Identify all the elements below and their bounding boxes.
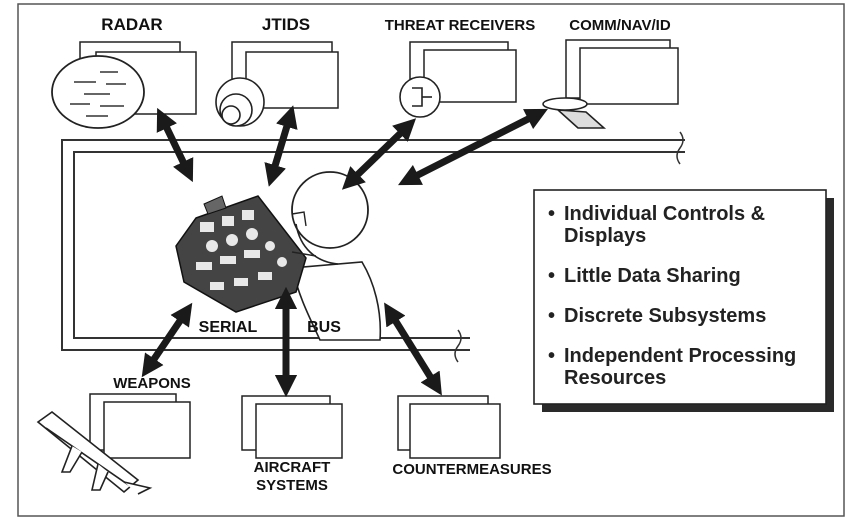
threat-receiver-icon xyxy=(399,76,441,118)
weapons-unit xyxy=(36,393,191,495)
label-jtids: JTIDS xyxy=(262,15,310,34)
label-threat-receivers: THREAT RECEIVERS xyxy=(385,17,536,34)
bullet-dot: • xyxy=(548,265,555,287)
bullet-dot: • xyxy=(548,345,555,367)
label-radar: RADAR xyxy=(101,15,162,34)
radar-dish-icon xyxy=(51,55,145,129)
bullet-dot: • xyxy=(548,203,555,225)
label-serial: SERIAL xyxy=(199,319,258,336)
characteristics-panel: • Individual Controls &Displays • Little Da… xyxy=(533,189,834,412)
label-aircraft-line1: AIRCRAFT xyxy=(254,459,331,476)
label-weapons: WEAPONS xyxy=(113,375,191,392)
label-aircraft-line2: SYSTEMS xyxy=(256,477,328,494)
panel-box xyxy=(533,189,827,405)
aircraft-systems-unit xyxy=(241,395,343,459)
bullet-text-3-1: Resources xyxy=(564,367,666,389)
label-countermeasures: COUNTERMEASURES xyxy=(392,461,551,478)
bullet-text-2-0: Discrete Subsystems xyxy=(564,305,766,327)
bullet-list: • Individual Controls &Displays • Little Da… xyxy=(548,203,796,389)
pilot-cockpit-illustration xyxy=(175,171,382,341)
radar-unit xyxy=(51,41,197,129)
arrow-countermeasures xyxy=(384,302,442,396)
label-bus: BUS xyxy=(307,319,341,336)
threat-receivers-unit xyxy=(399,41,517,118)
bullet-text-1-0: Little Data Sharing xyxy=(564,265,741,287)
arrow-jtids xyxy=(264,105,298,187)
jtids-antenna-icon xyxy=(215,77,265,127)
helmet-icon xyxy=(291,171,369,249)
bullet-dot: • xyxy=(548,305,555,327)
bullet-text-3-0: Independent Processing xyxy=(564,345,796,367)
arrow-comm xyxy=(398,108,548,186)
connection-arrows xyxy=(141,105,548,398)
arrow-radar xyxy=(156,107,194,183)
arrow-weapons xyxy=(141,302,193,378)
comm-nav-id-unit xyxy=(542,39,679,129)
label-comm-nav-id: COMM/NAV/ID xyxy=(569,17,671,34)
arrow-threat xyxy=(341,118,417,190)
bullet-text-0-1: Displays xyxy=(564,225,646,247)
jtids-unit xyxy=(215,41,339,127)
missile-icon xyxy=(36,410,153,495)
outer-frame xyxy=(17,3,845,517)
antenna-icon xyxy=(542,97,607,129)
countermeasures-unit xyxy=(397,395,501,459)
component-labels: RADAR JTIDS THREAT RECEIVERS COMM/NAV/ID… xyxy=(101,15,671,494)
bullet-text-0-0: Individual Controls & xyxy=(564,203,765,225)
